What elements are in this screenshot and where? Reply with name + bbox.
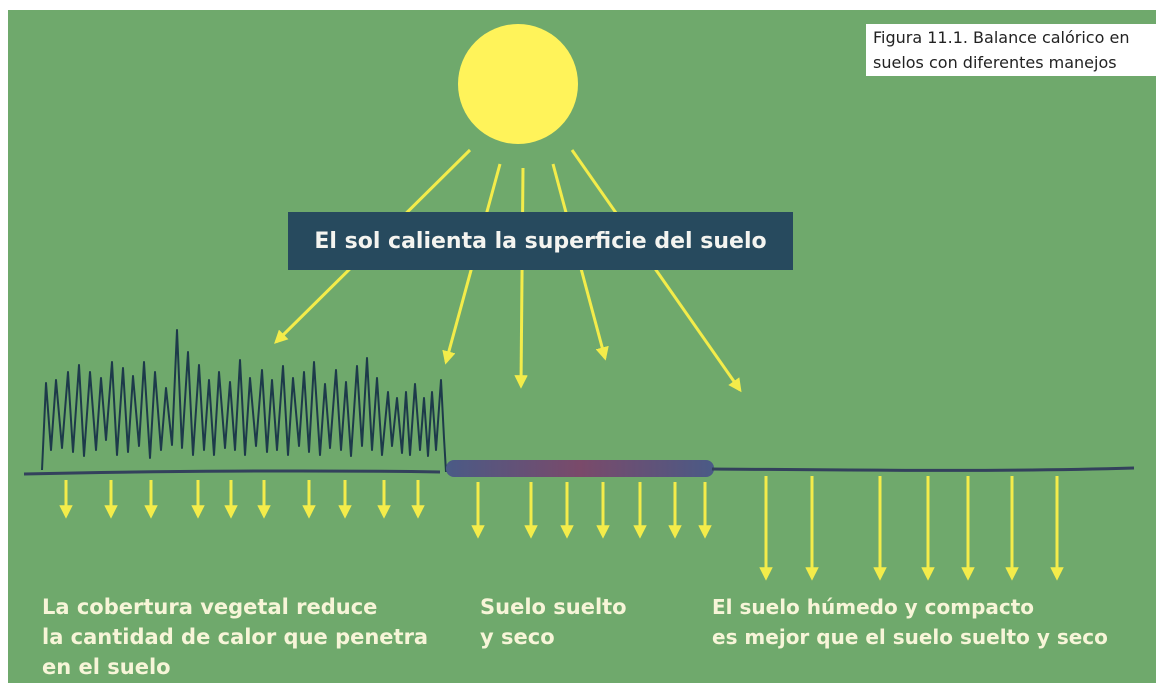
sun-heats-soil-banner: El sol calienta la superficie del suelo xyxy=(288,212,793,270)
loose-soil-label-line: y seco xyxy=(480,625,555,649)
moist-soil-label-line: El suelo húmedo y compacto xyxy=(712,595,1035,619)
loose-soil-texture-icon xyxy=(446,460,714,477)
figure-caption-line: Figura 11.1. Balance calórico en xyxy=(873,28,1130,47)
vegetation-label-line: la cantidad de calor que penetra xyxy=(42,625,429,649)
moist-soil-label: El suelo húmedo y compacto es mejor que … xyxy=(712,592,1108,652)
figure-caption: Figura 11.1. Balance calórico en suelos … xyxy=(866,24,1156,76)
loose-soil-label-line: Suelo suelto xyxy=(480,595,627,619)
figure-caption-line: suelos con diferentes manejos xyxy=(873,53,1117,72)
sun-rays xyxy=(274,148,742,393)
sun-ray-arrow xyxy=(570,149,742,393)
loose-soil-label: Suelo suelto y seco xyxy=(480,592,627,652)
sun-ray-arrow xyxy=(514,167,528,389)
vegetated-ground-line xyxy=(23,469,441,476)
vegetation-label-line: en el suelo xyxy=(42,655,171,679)
vegetation-label-line: La cobertura vegetal reduce xyxy=(42,595,378,619)
grass-icon xyxy=(41,329,447,473)
moist-soil-ground-line xyxy=(711,466,1135,472)
loose-soil-heat-arrows xyxy=(471,482,712,539)
moist-soil-heat-arrows xyxy=(759,476,1064,581)
sun-icon xyxy=(458,24,578,144)
vegetation-heat-arrows xyxy=(59,480,425,519)
moist-soil-label-line: es mejor que el suelo suelto y seco xyxy=(712,625,1108,649)
vegetation-label: La cobertura vegetal reduce la cantidad … xyxy=(42,592,428,682)
banner-text: El sol calienta la superficie del suelo xyxy=(314,228,767,254)
